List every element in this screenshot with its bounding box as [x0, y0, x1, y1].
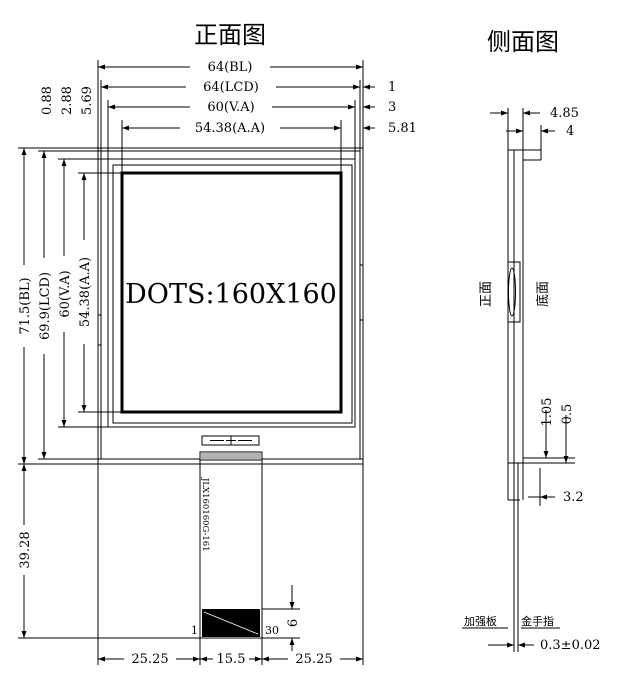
side-dim-0-5: 0.5 — [560, 404, 575, 425]
dim-right-3: 3 — [388, 100, 396, 115]
stiffener-label: 加强板 — [464, 614, 497, 628]
pin-30-label: 30 — [265, 624, 279, 637]
dim-width-bl: 64(BL) — [208, 60, 253, 75]
dots-resolution-label: DOTS:160X160 — [125, 279, 337, 310]
dim-right-1: 1 — [388, 80, 396, 95]
side-dim-4-85: 4.85 — [550, 106, 579, 121]
side-dim-thickness: 0.3±0.02 — [540, 638, 601, 653]
side-back-label: 底面 — [535, 281, 551, 307]
dim-height-lcd: 69.9(LCD) — [38, 272, 53, 340]
dim-fpc-length: 39.28 — [18, 531, 33, 568]
side-view: 正面 底面 4.85 4 1.05 0.5 3.2 加强板 金手指 — [462, 106, 601, 653]
dim-top-5-69: 5.69 — [80, 86, 95, 115]
side-front-label: 正面 — [479, 281, 494, 307]
dim-top-0-88: 0.88 — [40, 86, 55, 115]
dim-top-2-88: 2.88 — [60, 86, 75, 115]
viewing-area-outline — [107, 158, 356, 428]
dim-width-lcd: 64(LCD) — [203, 80, 259, 95]
side-view-title: 侧面图 — [487, 28, 559, 56]
fpc-cable: JLX160160G-161 1 30 — [191, 451, 279, 639]
dim-right-5-81: 5.81 — [388, 121, 417, 136]
side-dim-4: 4 — [566, 124, 574, 139]
viewing-area-inner — [112, 164, 353, 424]
dim-height-bl: 71.5(BL) — [18, 277, 33, 334]
dim-bottom-left: 25.25 — [131, 652, 168, 667]
gold-finger-label: 金手指 — [521, 614, 554, 628]
dim-bottom-right: 25.25 — [295, 652, 332, 667]
dim-height-va: 60(V.A) — [58, 270, 73, 317]
active-area — [120, 171, 343, 414]
dim-bottom-middle: 15.5 — [217, 652, 246, 667]
backlight-outline — [97, 147, 364, 465]
front-view-title: 正面图 — [194, 21, 266, 49]
dim-width-va: 60(V.A) — [207, 100, 254, 115]
fpc-part-number: JLX160160G-161 — [200, 477, 210, 552]
dim-width-aa: 54.38(A.A) — [195, 121, 265, 136]
side-dim-1-05: 1.05 — [540, 398, 555, 427]
dim-height-aa: 54.38(A.A) — [78, 257, 93, 327]
pin-1-label: 1 — [191, 624, 198, 637]
front-view: DOTS:160X160 JLX160160G-161 1 30 — [17, 59, 417, 667]
side-dim-3-2: 3.2 — [563, 490, 584, 505]
dim-finger-height: 6 — [286, 619, 301, 627]
